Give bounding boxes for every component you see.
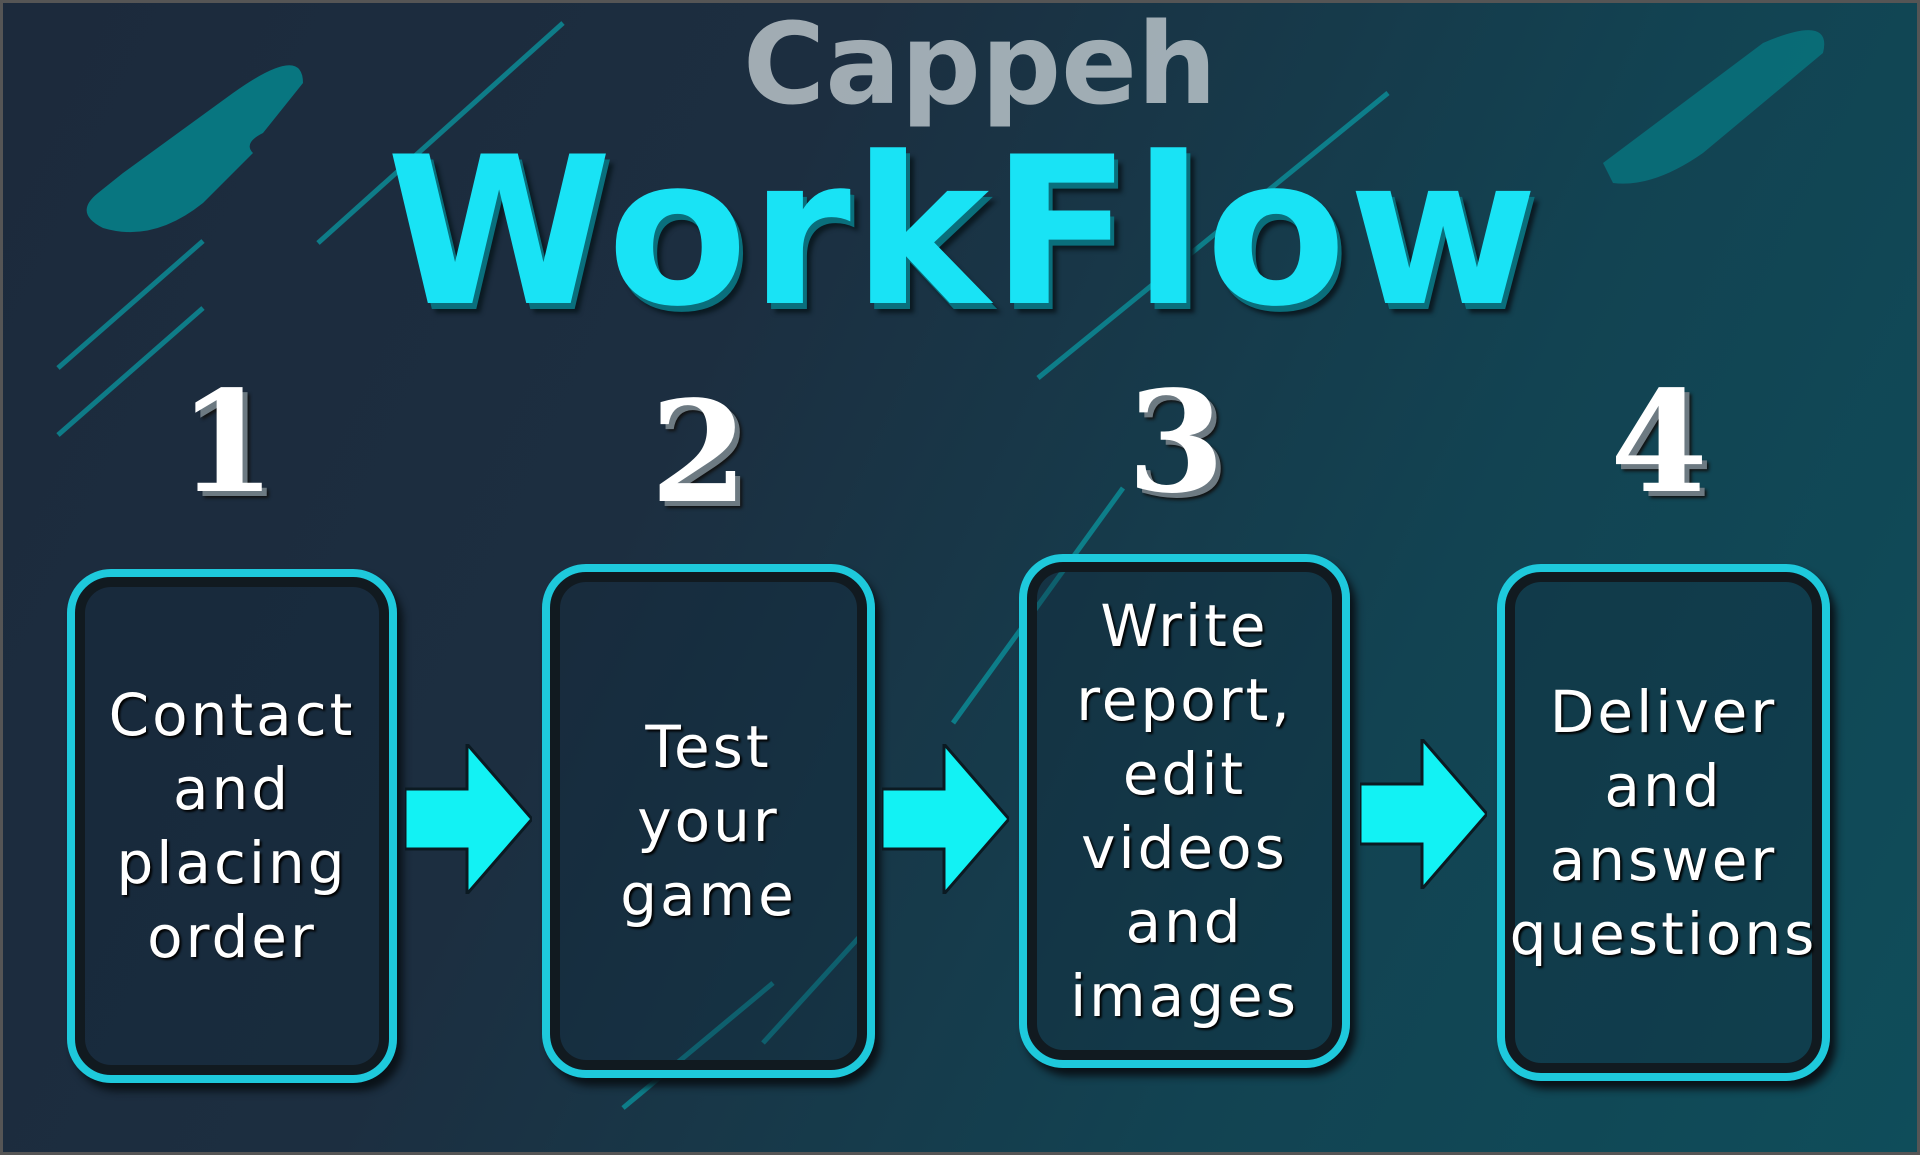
- step-box-2: Test your game: [542, 564, 875, 1078]
- step-text-3: Write report, edit videos and images: [1070, 589, 1299, 1033]
- page-title: WorkFlow: [386, 114, 1540, 352]
- step-number-2: 2: [650, 371, 748, 535]
- step-line: Write: [1100, 592, 1269, 660]
- step-line: Deliver: [1549, 677, 1778, 746]
- step-number-1: 1: [178, 361, 276, 525]
- step-line: order: [147, 903, 317, 971]
- step-line: and: [1604, 751, 1723, 820]
- arrow-right-icon: [405, 744, 532, 894]
- step-text-4: Deliver and answer questions: [1510, 675, 1818, 971]
- step-number-4: 4: [1610, 361, 1708, 525]
- watermark: Cappeh: [743, 0, 1217, 130]
- step-line: placing: [116, 829, 348, 897]
- step-line: report,: [1076, 666, 1293, 734]
- step-line: and: [1125, 888, 1244, 956]
- step-box-3: Write report, edit videos and images: [1019, 554, 1350, 1068]
- step-line: videos: [1081, 814, 1288, 882]
- step-line: Contact: [108, 681, 356, 749]
- lightning-decoration-icon: [86, 30, 1825, 233]
- arrow-right-icon: [882, 744, 1009, 894]
- step-text-2: Test your game: [620, 710, 797, 932]
- step-line: images: [1070, 962, 1299, 1030]
- step-number-3: 3: [1127, 361, 1225, 525]
- step-line: game: [620, 861, 797, 929]
- step-line: your: [637, 787, 780, 855]
- step-line: answer: [1549, 825, 1778, 894]
- decorative-lines: [56, 21, 1825, 1110]
- step-box-4: Deliver and answer questions: [1497, 564, 1830, 1081]
- step-line: questions: [1509, 899, 1818, 968]
- step-text-1: Contact and placing order: [109, 678, 356, 974]
- step-line: Test: [645, 713, 772, 781]
- arrow-right-icon: [1360, 739, 1487, 889]
- step-line: and: [172, 755, 292, 823]
- step-box-1: Contact and placing order: [67, 569, 397, 1083]
- step-line: edit: [1122, 740, 1247, 808]
